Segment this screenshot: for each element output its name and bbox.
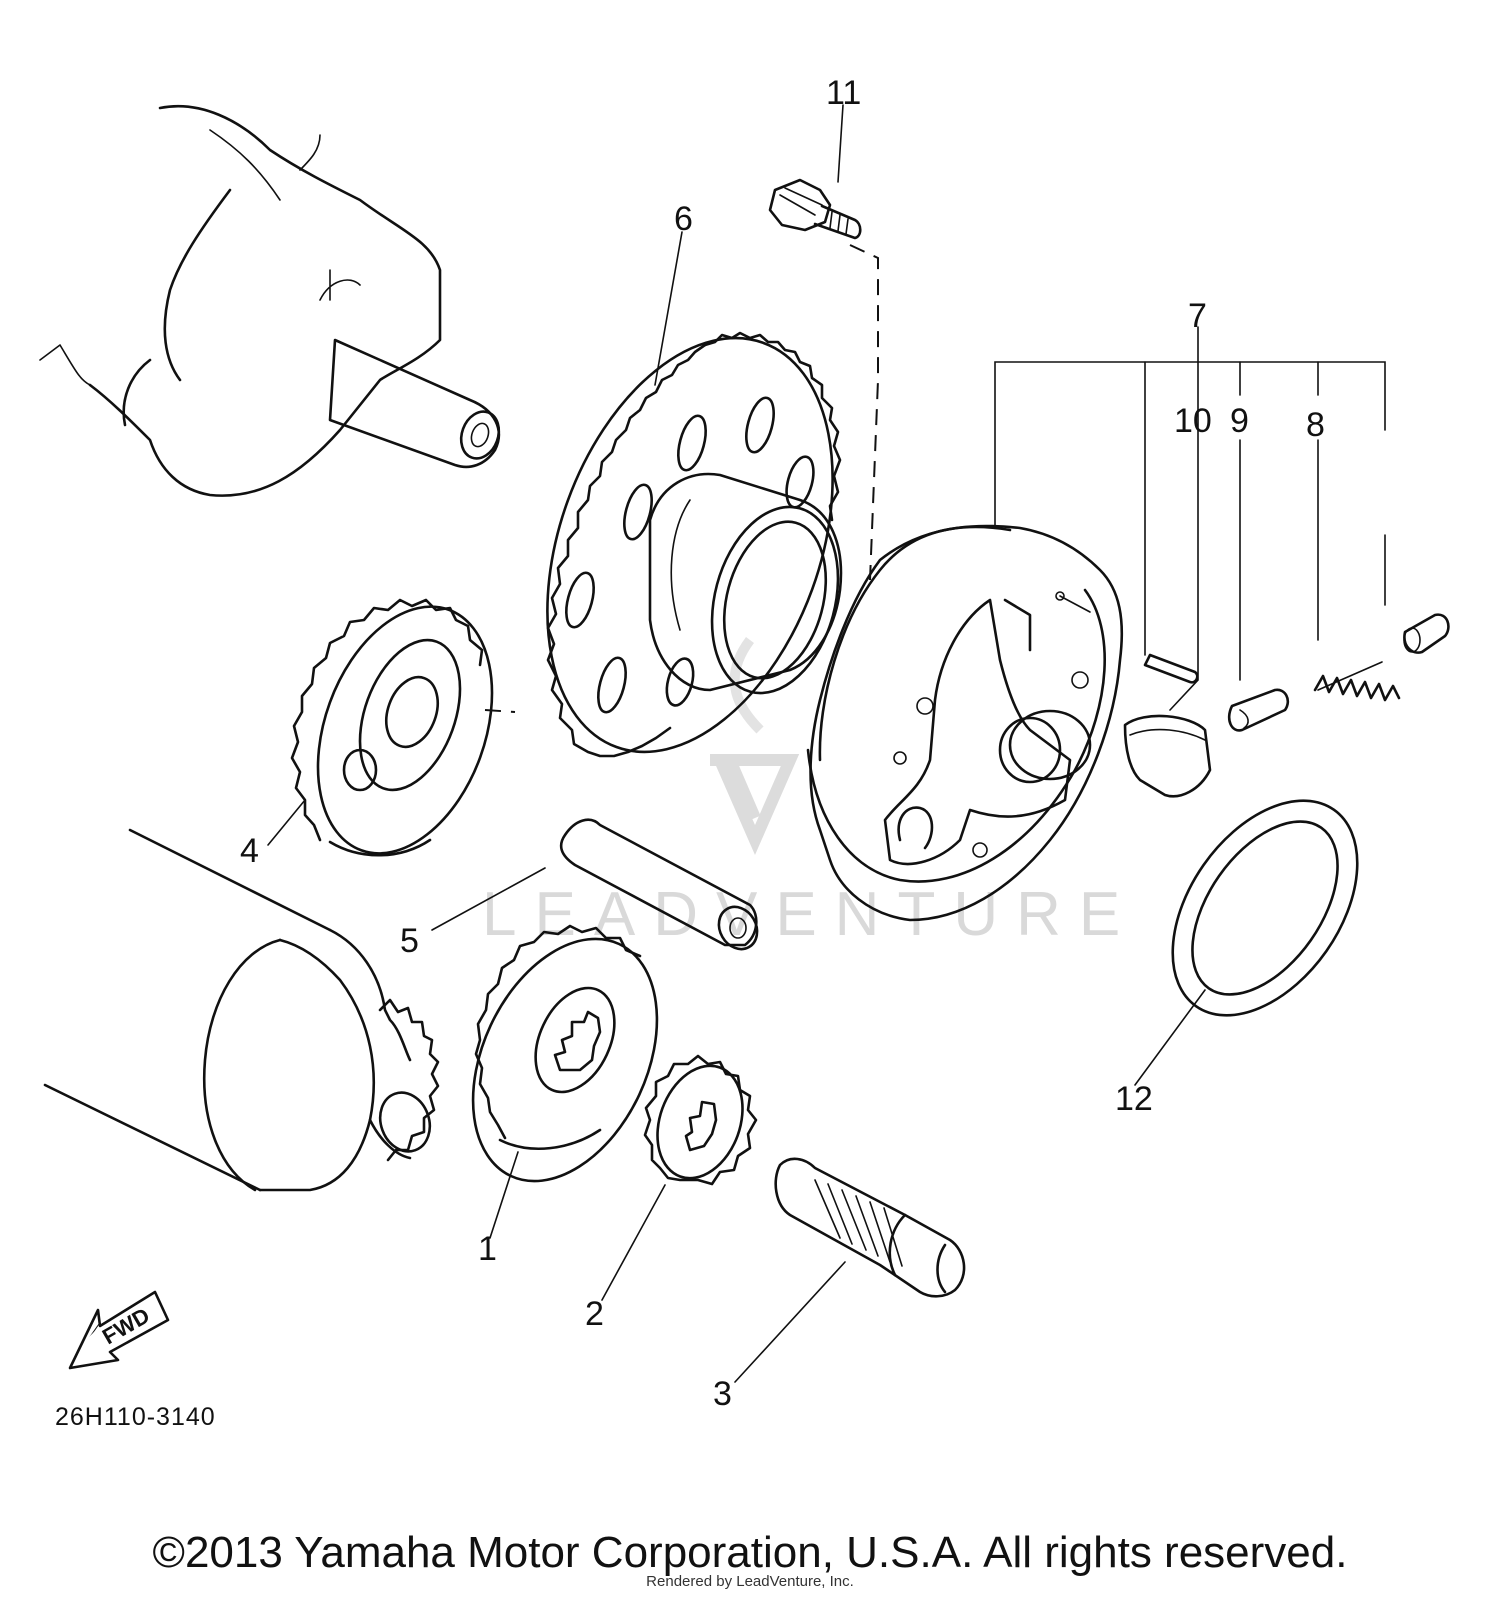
- fwd-arrow-icon: FWD: [68, 1290, 170, 1370]
- idle-gear-4: [290, 598, 494, 857]
- guide-line-idle: [484, 709, 516, 713]
- starter-motor: [43, 828, 440, 1192]
- dowel-pin: [1143, 653, 1199, 684]
- callouts: 11 6 7 10 9 8 4 5 1 2 3 12: [240, 74, 1325, 1413]
- starter-wheel-gear-6: [546, 331, 843, 758]
- spline-shaft-3: [774, 1157, 966, 1298]
- callout-4: 4: [240, 832, 259, 870]
- watermark: LEADVENTURE: [482, 637, 1138, 949]
- callout-12: 12: [1115, 1080, 1153, 1118]
- callout-9: 9: [1230, 402, 1249, 440]
- shaft-5: [559, 818, 759, 951]
- roller-10: [1123, 714, 1212, 798]
- drive-gear-1: [471, 924, 659, 1183]
- diagram-code: 26H110-3140: [55, 1403, 216, 1431]
- leader-lines: [267, 104, 1386, 1383]
- copyright-notice: ©2013 Yamaha Motor Corporation, U.S.A. A…: [152, 1528, 1348, 1577]
- callout-8: 8: [1306, 406, 1325, 444]
- callout-1: 1: [478, 1230, 497, 1268]
- spring-8: [1313, 661, 1401, 702]
- crankshaft: [39, 104, 501, 497]
- callout-11: 11: [826, 74, 861, 112]
- callout-10: 10: [1174, 402, 1212, 440]
- callout-2: 2: [585, 1295, 604, 1333]
- rendered-by-notice: Rendered by LeadVenture, Inc.: [646, 1573, 854, 1590]
- callout-3: 3: [713, 1375, 732, 1413]
- watermark-text: LEADVENTURE: [482, 880, 1138, 949]
- cap-8: [1403, 613, 1450, 654]
- guide-line-bolt: [849, 244, 879, 581]
- washer-12: [1171, 799, 1359, 1017]
- callout-6: 6: [674, 200, 693, 238]
- starter-clutch-7: [806, 524, 1124, 922]
- bolt-11: [768, 178, 862, 240]
- drive-gear-2: [643, 1054, 758, 1186]
- callout-7: 7: [1188, 297, 1207, 335]
- callout-5: 5: [400, 922, 419, 960]
- pin-9: [1227, 688, 1290, 732]
